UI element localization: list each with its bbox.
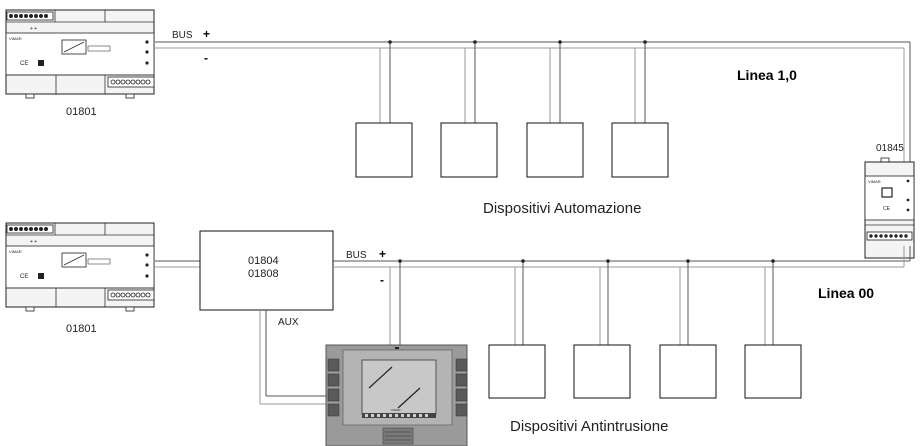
keypad-brand: VIMAR: [391, 408, 401, 412]
automation-device-1: [355, 122, 413, 178]
interface-code-1: 01804: [248, 255, 279, 267]
svg-text:+ +: + +: [30, 239, 37, 245]
intrusion-device-4: [744, 344, 802, 399]
power-supply-top: + + VIMAR CE: [5, 9, 155, 99]
automation-device-2: [440, 122, 498, 178]
bus-top-plus: +: [203, 27, 210, 41]
power-supply-bottom: + + VIMAR CE: [5, 222, 155, 312]
line-top-label: Linea 1,0: [737, 67, 797, 83]
psu-top-code: 01801: [66, 106, 97, 118]
bus-bottom-label: BUS: [346, 250, 367, 261]
aux-label: AUX: [278, 317, 299, 328]
group-top-label: Dispositivi Automazione: [483, 200, 641, 217]
line-coupler: VIMAR CE: [864, 157, 915, 259]
interface-code-2: 01808: [248, 268, 279, 280]
psu-top-brand: VIMAR: [9, 36, 22, 41]
aux-wires: [259, 310, 326, 405]
psu-bottom-brand: VIMAR: [9, 249, 22, 254]
intrusion-devices: [488, 259, 802, 399]
intrusion-device-1: [488, 344, 546, 399]
coupler-code: 01845: [876, 143, 904, 154]
svg-text:+ +: + +: [30, 26, 37, 32]
bus-bottom-plus: +: [379, 247, 386, 261]
psu-bottom-ce: CE: [20, 274, 28, 280]
bus-top-minus: -: [204, 51, 208, 65]
alarm-keypad: VIMAR: [325, 344, 468, 446]
bus-bottom-wires: [333, 246, 911, 268]
intrusion-device-2: [573, 344, 631, 399]
group-bottom-label: Dispositivi Antintrusione: [510, 418, 668, 435]
psu-bottom-code: 01801: [66, 323, 97, 335]
bus-top-label: BUS: [172, 30, 193, 41]
psu-top-ce: CE: [20, 61, 28, 67]
keypad-wires: [389, 259, 402, 345]
intrusion-device-3: [659, 344, 717, 399]
interface-module: [155, 230, 334, 311]
automation-device-4: [611, 122, 669, 178]
line-bottom-label: Linea 00: [818, 285, 874, 301]
coupler-brand: VIMAR: [868, 179, 881, 184]
bus-bottom-minus: -: [380, 273, 384, 287]
coupler-ce: CE: [883, 206, 891, 212]
automation-devices: [355, 40, 669, 178]
automation-device-3: [526, 122, 584, 178]
